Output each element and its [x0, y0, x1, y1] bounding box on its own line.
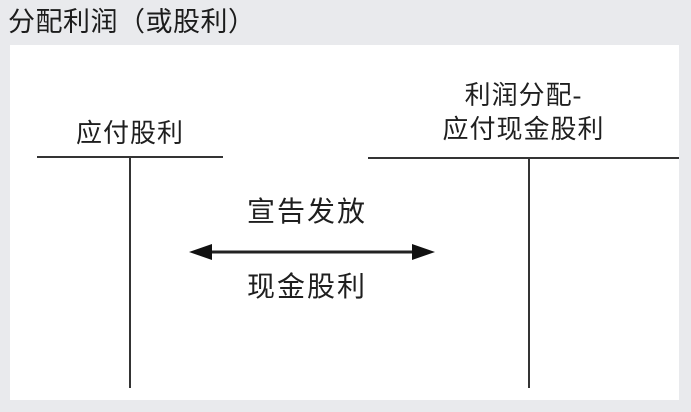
right-t-account-vertical-line — [528, 157, 530, 388]
right-account-label-line1: 利润分配- — [464, 81, 583, 110]
right-account-label: 利润分配- 应付现金股利 — [368, 79, 679, 147]
right-account-label-line2: 应付现金股利 — [442, 115, 605, 144]
left-t-account-vertical-line — [129, 156, 131, 388]
double-arrow-icon — [188, 241, 436, 263]
diagram-panel: 应付股利 利润分配- 应付现金股利 宣告发放 现金股利 — [10, 45, 679, 400]
page-title: 分配利润（或股利） — [8, 7, 256, 37]
relationship-caption-top: 宣告发放 — [246, 197, 367, 228]
left-account-label: 应付股利 — [75, 119, 184, 148]
right-t-account-horizontal-line — [368, 157, 679, 159]
relationship-caption-bottom: 现金股利 — [246, 272, 367, 303]
